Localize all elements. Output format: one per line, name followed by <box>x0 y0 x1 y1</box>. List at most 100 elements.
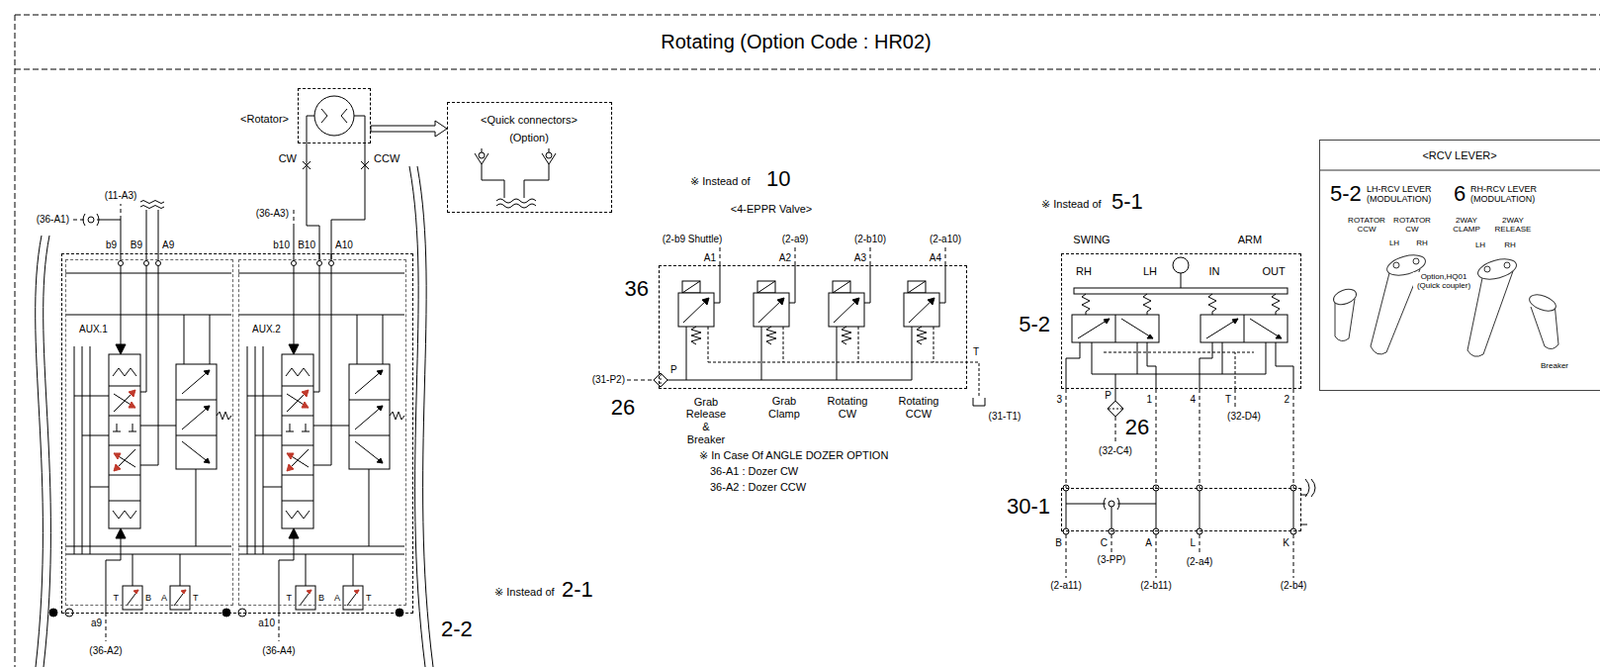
port-label: CCW <box>373 152 400 166</box>
port-label: 2WAY RELEASE <box>1495 215 1532 234</box>
port-label: RH <box>1504 240 1516 250</box>
schematic-line <box>1108 528 1115 534</box>
port-label: B9 <box>130 239 143 252</box>
schematic-line <box>1275 342 1294 389</box>
schematic-line <box>14 69 1600 71</box>
port-label: OUT <box>1261 265 1285 278</box>
port-label: IN <box>1209 265 1221 278</box>
shuttle-block-art <box>1063 478 1316 578</box>
schematic-line <box>626 379 654 381</box>
node-label: <4-EPPR Valve> <box>730 202 812 216</box>
port-label: Rotating CW <box>827 394 869 420</box>
callout-number: 26 <box>1125 414 1150 440</box>
port-label: A <box>1145 536 1153 549</box>
port-label: P <box>1104 389 1112 402</box>
schematic-line <box>1504 262 1511 268</box>
port-label: ROTATOR CW <box>1393 215 1431 234</box>
node-label: <Quick connectors> <box>480 113 578 127</box>
schematic-line <box>653 372 668 387</box>
diagram-title: Rotating (Option Code : HR02) <box>660 30 931 54</box>
callout-number: 5-1 <box>1111 188 1144 214</box>
hollow-arrow <box>370 120 447 137</box>
port-label: 4 <box>1189 393 1196 406</box>
schematic-line <box>314 95 355 136</box>
port-label: T <box>113 592 120 603</box>
connector <box>1199 388 1201 488</box>
port-label: (31-T1) <box>988 410 1022 423</box>
port-label: 36-A1 : Dozer CW <box>710 464 799 478</box>
port-label: LH <box>1475 240 1486 250</box>
schematic-line <box>49 253 232 617</box>
port-label: (2-a10) <box>929 233 962 246</box>
port-label: P <box>670 363 678 376</box>
node-label: 2-2 <box>441 616 473 641</box>
node-label: (Option) <box>509 131 549 145</box>
port-label: ※ Instead of <box>1041 197 1102 211</box>
schematic-line <box>1271 293 1280 315</box>
schematic-line <box>1475 255 1518 283</box>
schematic-line <box>88 216 94 223</box>
schematic-line <box>14 14 16 667</box>
node-label: 30-1 <box>1006 493 1051 519</box>
port-label: (2-a4) <box>1186 555 1214 568</box>
quick-connector-art <box>474 148 556 208</box>
port-label: b10 <box>272 239 290 252</box>
schematic-line <box>140 200 165 209</box>
port-label: LH-RCV LEVER (MODULATION) <box>1366 183 1438 205</box>
schematic-line <box>35 235 44 667</box>
port-label: L <box>1189 536 1196 549</box>
schematic-line <box>1413 258 1420 265</box>
port-label: (3-PP) <box>1097 553 1127 566</box>
rotator-box: <Rotator> <box>297 88 371 144</box>
connector <box>331 143 365 260</box>
connector-line <box>331 143 365 260</box>
schematic-line <box>409 166 426 667</box>
port-label: LH <box>1389 238 1400 248</box>
schematic-line <box>474 153 556 165</box>
port-label: A2 <box>779 252 792 265</box>
schematic-line <box>1073 287 1288 294</box>
connector-line <box>1293 388 1295 488</box>
schematic-line <box>1091 342 1266 389</box>
port-label: (32-D4) <box>1227 410 1261 423</box>
connector-line <box>1066 388 1067 488</box>
schematic-line <box>306 115 365 144</box>
port-label: RH <box>1075 265 1092 278</box>
schematic-line <box>1103 352 1254 389</box>
schematic-line <box>1111 506 1113 532</box>
schematic-line <box>719 247 946 266</box>
port-label: 1 <box>1146 393 1153 406</box>
schematic-line <box>1153 528 1159 534</box>
port-label: B <box>318 592 325 603</box>
callout-number: 26 <box>611 394 635 420</box>
port-label: (2-a9) <box>782 233 809 246</box>
port-label: (2-b10) <box>854 233 887 246</box>
port-label: (2-b11) <box>1140 579 1172 592</box>
schematic-line <box>753 265 796 380</box>
port-label: CW <box>278 152 297 166</box>
rcv-lever-art <box>1319 170 1600 356</box>
schematic-line <box>545 152 552 159</box>
port-label: (2-b9 Shuttle) <box>662 233 723 246</box>
node-label: AUX.2 <box>252 323 281 336</box>
port-label: b9 <box>105 239 117 252</box>
schematic-line <box>478 152 485 159</box>
schematic-line <box>395 608 404 617</box>
schematic-line <box>1115 314 1245 343</box>
schematic-line <box>1103 318 1282 339</box>
port-label: 2 <box>1283 393 1290 406</box>
connector <box>1155 388 1157 488</box>
port-label: A4 <box>929 252 942 265</box>
port-label: RH <box>1416 238 1428 248</box>
port-label: (36-A3) <box>256 207 289 220</box>
schematic-line <box>43 235 52 667</box>
eppr-valve-art <box>626 247 985 406</box>
schematic-line <box>1199 342 1213 389</box>
port-label: B <box>145 592 152 603</box>
schematic-line <box>1115 388 1117 401</box>
node-label: 36 <box>624 275 649 301</box>
control-valve: 2-2AUX.1AUX.2 <box>61 253 414 614</box>
port-label: A10 <box>335 239 354 252</box>
schematic-line <box>1393 262 1400 268</box>
